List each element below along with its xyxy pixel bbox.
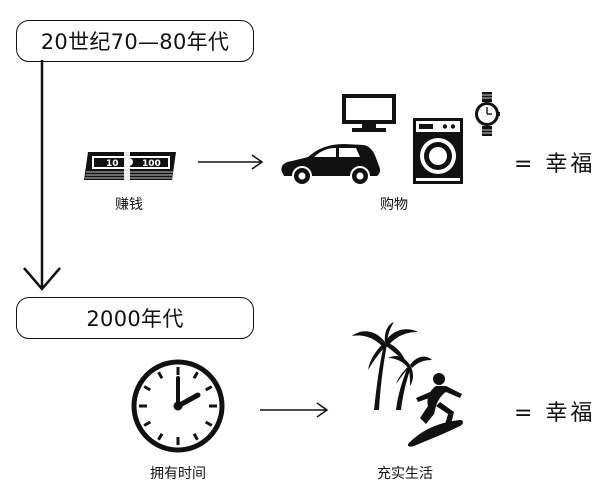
wristwatch-icon <box>475 92 500 136</box>
effect-label-1: 购物 <box>380 197 408 213</box>
svg-text:10: 10 <box>106 159 119 169</box>
flow-arrow-1 <box>198 154 264 170</box>
washing-machine-icon <box>413 118 463 184</box>
clock-icon <box>131 359 225 453</box>
car-icon <box>281 144 381 186</box>
result-2: = 幸福 <box>514 401 596 426</box>
cause-label-1: 赚钱 <box>115 197 143 213</box>
result-1: = 幸福 <box>514 152 596 177</box>
effect-label-2: 充实生活 <box>377 466 433 482</box>
tv-icon <box>342 94 396 132</box>
money-icon: 10 100 <box>84 152 176 180</box>
era-2000s-box: 2000年代 <box>16 297 254 339</box>
surfer-icon <box>407 373 463 447</box>
flow-arrow-2 <box>260 402 329 418</box>
era-1970s-title: 20世纪70—80年代 <box>40 30 230 54</box>
timeline-arrow <box>23 60 61 291</box>
palm-tree-icon <box>352 322 432 410</box>
cause-label-2: 拥有时间 <box>150 466 206 482</box>
era-2000s-title: 2000年代 <box>86 307 184 331</box>
svg-text:100: 100 <box>142 159 161 169</box>
era-1970s-box: 20世纪70—80年代 <box>16 20 254 62</box>
